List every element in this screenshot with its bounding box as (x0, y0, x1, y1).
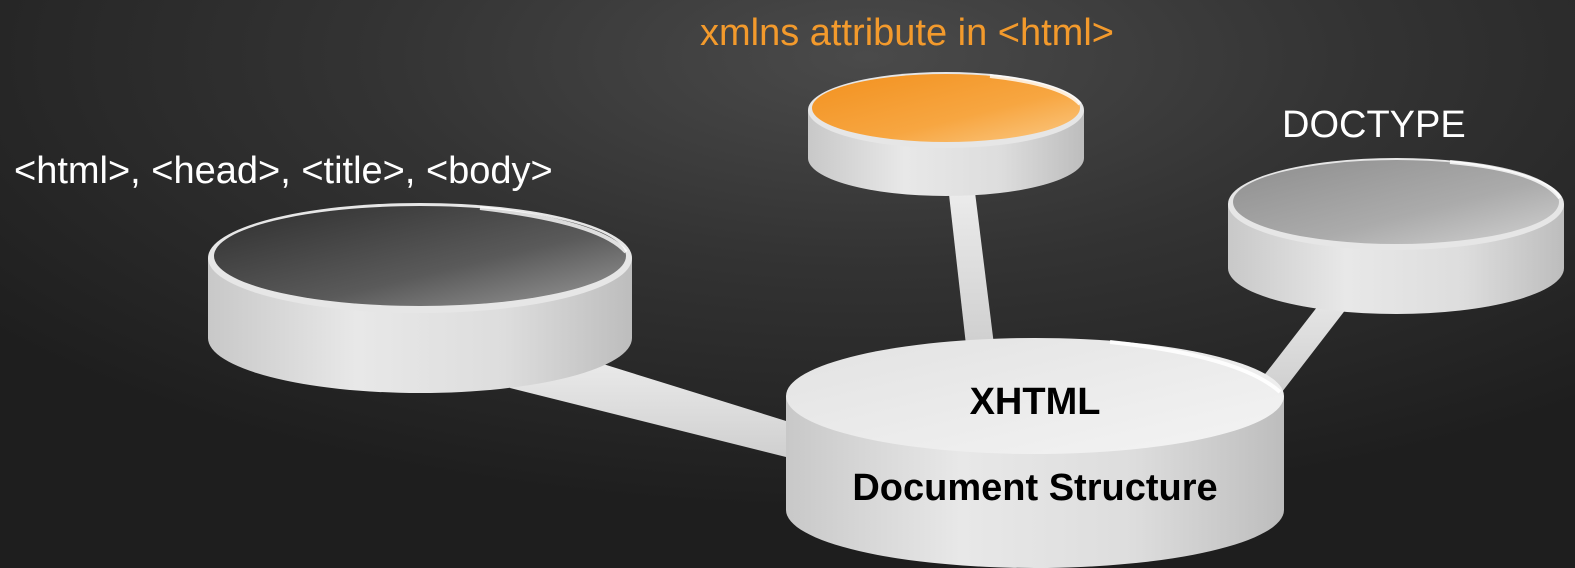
node-label-top: xmlns attribute in <html> (700, 12, 1114, 54)
cylinder-center (786, 338, 1284, 568)
cylinder-center-top (786, 338, 1284, 454)
cylinder-top-highlight (989, 74, 1082, 106)
cylinder-right-top-surface (1233, 160, 1559, 244)
node-label-right: DOCTYPE (1282, 104, 1466, 146)
cylinder-right-highlight (1449, 160, 1562, 200)
cylinder-left-highlight (479, 206, 628, 254)
cylinder-right (1228, 158, 1564, 314)
center-node-title: XHTML (969, 381, 1101, 423)
cylinder-center-highlight (1109, 340, 1282, 394)
center-node-subtitle: Document Structure (852, 467, 1218, 509)
cylinder-top (808, 72, 1084, 196)
node-label-left: <html>, <head>, <title>, <body> (14, 150, 553, 192)
cylinder-left (208, 203, 632, 393)
connector-top (946, 168, 994, 345)
cylinder-top-top-surface (812, 74, 1080, 142)
cylinder-left-top-surface (214, 206, 626, 306)
